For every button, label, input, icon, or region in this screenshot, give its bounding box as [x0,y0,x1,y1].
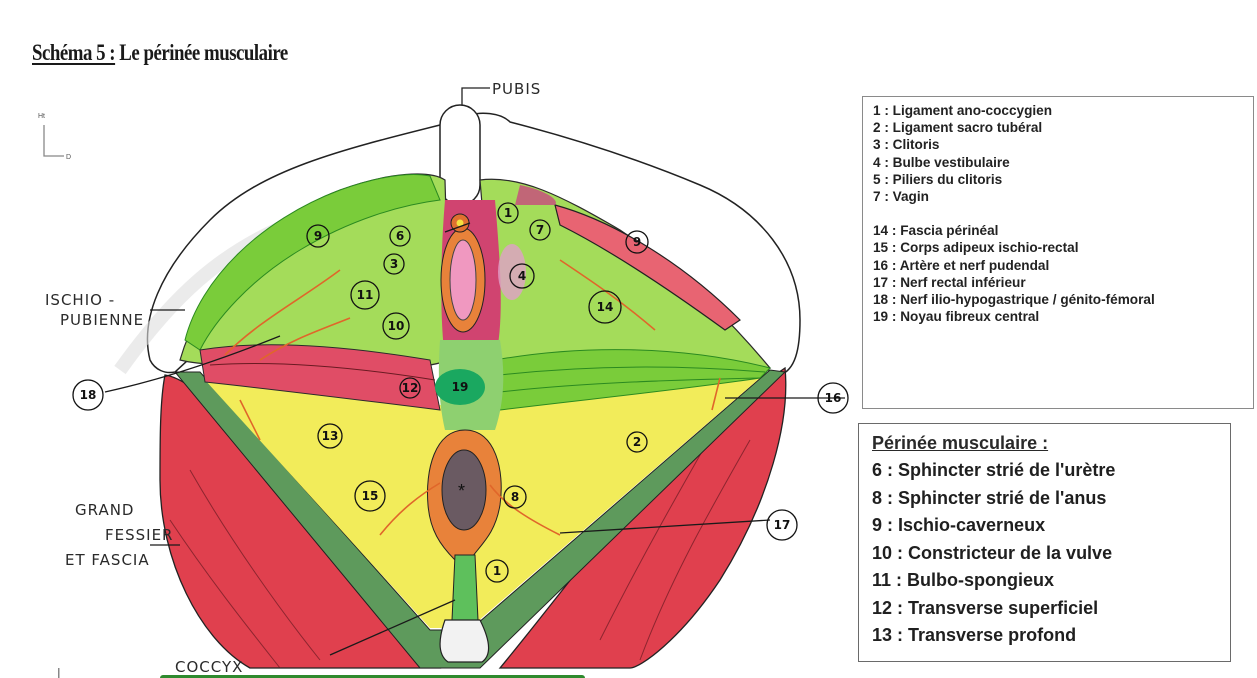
marker-15: 15 [354,480,386,512]
ischio-pubienne-label-2: PUBIENNE [60,311,144,329]
legend-item: 15 : Corps adipeux ischio-rectal [873,240,1079,256]
svg-text:11: 11 [357,288,374,302]
svg-text:3: 3 [390,257,398,271]
anococcygeal-ligament [451,554,479,621]
svg-text:*: * [458,481,465,501]
coccyx-bone [439,619,490,663]
legend-muscle-item: 10 : Constricteur de la vulve [872,542,1113,563]
legend-item: 18 : Nerf ilio-hypogastrique / génito-fé… [873,292,1155,308]
svg-text:1: 1 [493,564,501,578]
legend-structures: 1 : Ligament ano-coccygien 2 : Ligament … [862,96,1254,409]
legend-muscle-item: 9 : Ischio-caverneux [872,515,1046,535]
legend-item: 16 : Artère et nerf pudendal [873,257,1050,273]
svg-text:13: 13 [322,429,339,443]
legend-item: 4 : Bulbe vestibulaire [873,154,1010,170]
marker-8: 8 [503,485,527,509]
svg-text:1: 1 [504,206,512,220]
marker-18: 18 [72,379,104,411]
title-rest: Le périnée musculaire [115,40,288,65]
ischio-cavernosus-left [184,174,441,351]
legend-item: 2 : Ligament sacro tubéral [873,120,1043,136]
page-title: Schéma 5 : Le périnée musculaire [32,40,288,66]
legend-muscle-item: 12 : Transverse superficiel [872,597,1099,618]
legend-item: 19 : Noyau fibreux central [873,309,1040,325]
svg-text:15: 15 [362,489,379,503]
vestibular-bulb [498,244,526,300]
svg-text:17: 17 [774,518,791,532]
legend-muscles-heading: Périnée musculaire : [872,433,1049,453]
grand-fessier-label-3: ET FASCIA [65,551,150,569]
svg-text:4: 4 [518,269,526,283]
marker-13: 13 [317,423,343,449]
marker-1-bottom: 1 [485,559,509,583]
central-fibrous-nucleus [435,369,485,405]
grand-fessier-label-2: FESSIER [105,526,173,544]
marker-14: 14 [588,290,622,324]
marker-16: 16 [817,382,849,414]
legend-item: 1 : Ligament ano-coccygien [873,103,1053,118]
marker-19: 19 [452,380,469,394]
transverse-muscle-left [199,344,441,411]
marker-11: 11 [350,280,380,310]
marker-3: 3 [383,253,405,275]
svg-text:2: 2 [633,435,641,449]
legend-muscle-item: 11 : Bulbo-spongieux [872,570,1055,590]
marker-7: 7 [529,219,551,241]
anus [441,449,487,531]
grand-fessier-label-1: GRAND [75,501,134,519]
orientation-indicator: Ht D [38,113,71,161]
svg-text:18: 18 [80,388,97,402]
svg-text:9: 9 [633,235,641,249]
svg-text:12: 12 [402,381,419,395]
svg-text:16: 16 [825,391,842,405]
ischio-cavernosus-right [554,204,741,331]
marker-9-left: 9 [306,224,330,248]
legend-muscle-item: 8 : Sphincter strié de l'anus [872,487,1107,508]
svg-text:9: 9 [314,229,322,243]
marker-12: 12 [399,377,421,399]
bottom-green-bar [160,675,585,678]
orientation-right-label: D [66,154,71,161]
marker-9-right: 9 [625,230,649,254]
svg-text:10: 10 [388,319,405,333]
orientation-up-label: Ht [38,113,45,120]
ischio-pubienne-label-1: ISCHIO - [45,291,115,309]
pubis-bone [439,104,481,206]
pubis-label: PUBIS [492,80,541,98]
marker-17: 17 [766,509,798,541]
marker-4: 4 [509,263,535,289]
marker-2: 2 [626,431,648,453]
legend-muscles: Périnée musculaire : 6 : Sphincter strié… [858,423,1231,662]
svg-text:7: 7 [536,223,544,237]
svg-text:6: 6 [396,229,404,243]
svg-text:8: 8 [511,490,519,504]
legend-item: 3 : Clitoris [873,137,940,153]
svg-text:19: 19 [452,380,469,394]
legend-muscle-item: 13 : Transverse profond [872,625,1077,645]
perineum-drawing: Ht D PUBIS * [38,80,849,678]
marker-6: 6 [389,225,411,247]
marker-10: 10 [382,312,410,340]
vagina [449,239,477,321]
marker-1-top: 1 [497,202,519,224]
legend-item: 17 : Nerf rectal inférieur [873,274,1026,290]
legend-item: 14 : Fascia périnéal [873,223,999,239]
legend-item: 7 : Vagin [873,189,929,205]
legend-muscle-item: 6 : Sphincter strié de l'urètre [872,460,1116,480]
title-lead: Schéma 5 : [32,40,116,65]
coccyx-label: COCCYX [175,658,243,676]
svg-text:14: 14 [597,300,614,314]
legend-item: 5 : Piliers du clitoris [873,171,1003,187]
